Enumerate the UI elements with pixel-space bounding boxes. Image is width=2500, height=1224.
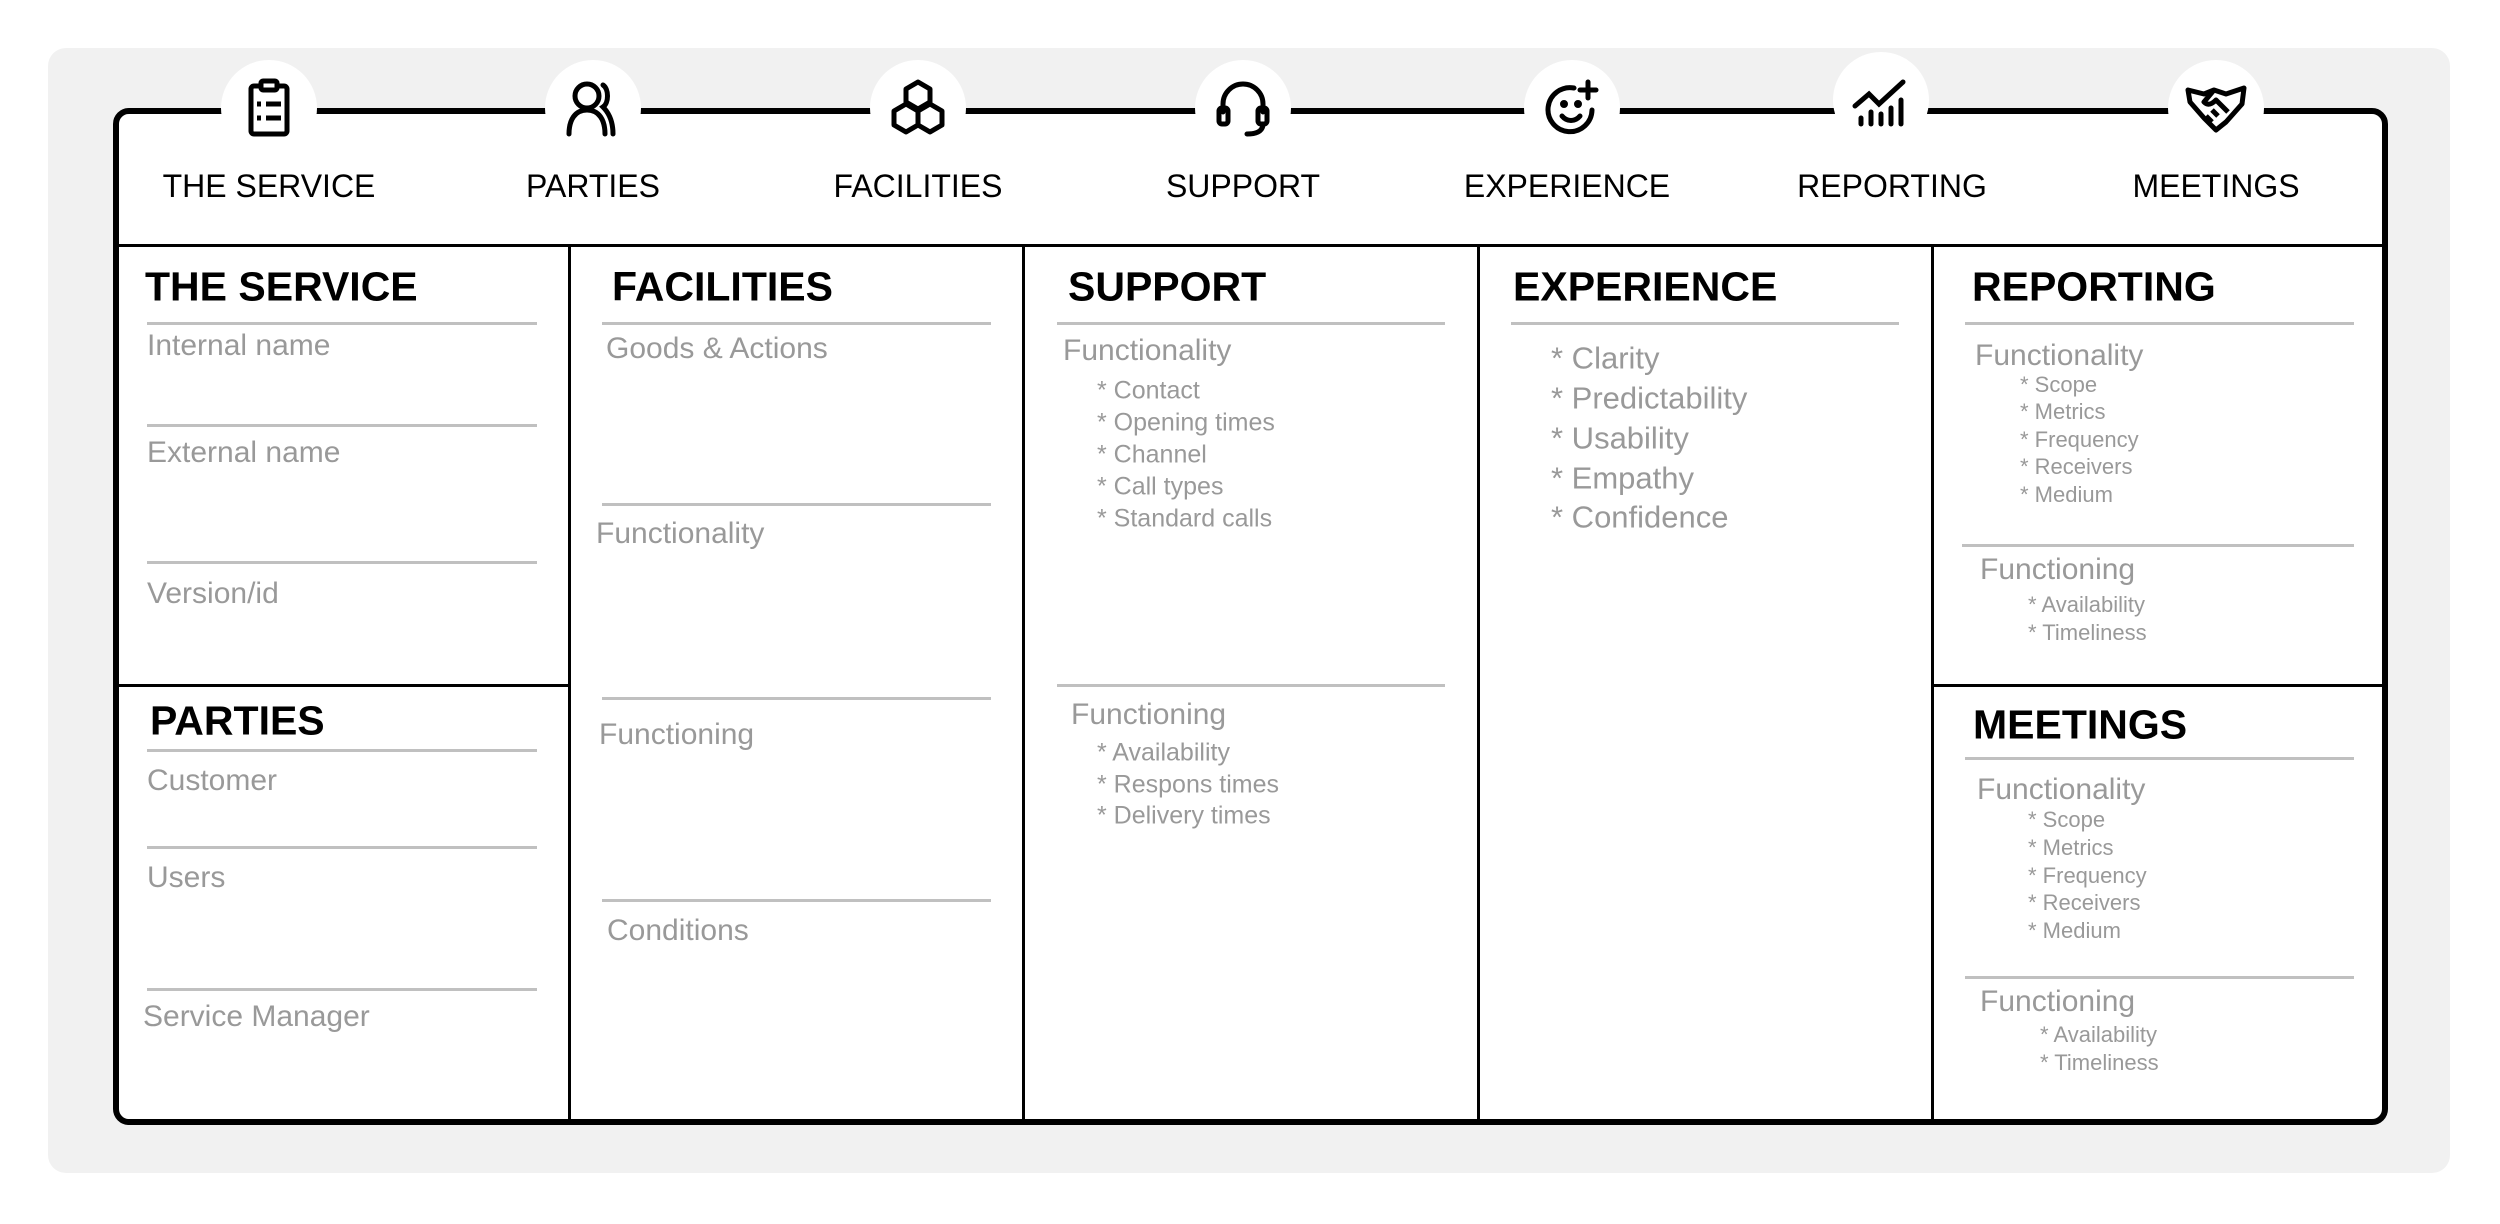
list-item: * Usability (1551, 420, 1689, 456)
section-title-service: THE SERVICE (145, 263, 418, 310)
row-divider-left (117, 684, 569, 687)
list-item: * Frequency (2020, 427, 2139, 452)
list-item: * Standard calls (1097, 504, 1273, 533)
list-item: * Availability (1097, 738, 1230, 767)
list-item: * Metrics (2028, 835, 2114, 860)
divider (147, 749, 537, 752)
section-title-reporting: REPORTING (1972, 263, 2216, 310)
field-customer: Customer (147, 764, 278, 797)
tab-the-service: THE SERVICE (162, 168, 376, 204)
list-item: * Medium (2028, 918, 2121, 943)
divider (147, 322, 537, 325)
list-item: * Empathy (1551, 460, 1695, 496)
meetings-functioning-label: Functioning (1980, 985, 2136, 1018)
field-users: Users (147, 861, 226, 894)
divider (1057, 684, 1445, 687)
field-conditions: Conditions (607, 914, 749, 947)
tab-parties: PARTIES (526, 168, 660, 204)
divider (1057, 322, 1445, 325)
field-external-name: External name (147, 436, 341, 469)
list-item: * Availability (2028, 592, 2145, 617)
divider (602, 503, 991, 506)
divider (1965, 322, 2354, 325)
support-functioning-label: Functioning (1071, 698, 1227, 731)
tab-facilities: FACILITIES (833, 168, 1003, 204)
divider (602, 697, 991, 700)
section-title-experience: EXPERIENCE (1513, 263, 1778, 310)
divider (602, 899, 991, 902)
field-functionality: Functionality (596, 517, 765, 550)
meetings-functionality-label: Functionality (1977, 773, 2146, 806)
field-internal-name: Internal name (147, 329, 331, 362)
list-item: * Contact (1097, 376, 1200, 405)
boxes-icon (870, 60, 966, 156)
field-version-id: Version/id (147, 577, 279, 610)
list-item: * Receivers (2020, 454, 2133, 479)
list-item: * Receivers (2028, 890, 2141, 915)
headset-icon (1195, 60, 1291, 156)
list-item: * Confidence (1551, 499, 1729, 535)
divider (602, 322, 991, 325)
clipboard-icon (221, 60, 317, 156)
support-functionality-label: Functionality (1063, 334, 1232, 367)
field-goods-actions: Goods & Actions (606, 332, 828, 365)
list-item: * Clarity (1551, 340, 1660, 376)
field-functioning: Functioning (599, 718, 755, 751)
column-divider (1931, 244, 1934, 1122)
list-item: * Frequency (2028, 863, 2147, 888)
section-title-support: SUPPORT (1068, 263, 1267, 310)
list-item: * Availability (2040, 1022, 2157, 1047)
tab-support: SUPPORT (1165, 168, 1321, 204)
list-item: * Timeliness (2040, 1050, 2159, 1075)
row-divider-right (1932, 684, 2384, 687)
list-item: * Channel (1097, 440, 1207, 469)
canvas-frame (113, 108, 2388, 1125)
divider (1511, 322, 1899, 325)
section-title-facilities: FACILITIES (612, 263, 833, 310)
column-divider (1022, 244, 1025, 1122)
list-item: * Predictability (1551, 380, 1748, 416)
divider (1965, 976, 2354, 979)
list-item: * Call types (1097, 472, 1224, 501)
list-item: * Respons times (1097, 770, 1280, 799)
list-item: * Metrics (2020, 399, 2106, 424)
section-title-parties: PARTIES (150, 697, 325, 744)
list-item: * Timeliness (2028, 620, 2147, 645)
list-item: * Medium (2020, 482, 2113, 507)
reporting-functioning-label: Functioning (1980, 553, 2136, 586)
tab-meetings: MEETINGS (2132, 168, 2300, 204)
section-title-meetings: MEETINGS (1973, 701, 2188, 748)
grid-top-divider (117, 244, 2384, 247)
smiley-plus-icon (1524, 60, 1620, 156)
reporting-functionality-label: Functionality (1975, 339, 2144, 372)
list-item: * Opening times (1097, 408, 1275, 437)
handshake-icon (2168, 60, 2264, 156)
divider (147, 561, 537, 564)
divider (1965, 757, 2354, 760)
column-divider (568, 244, 571, 1122)
users-icon (545, 60, 641, 156)
list-item: * Delivery times (1097, 801, 1271, 830)
divider (147, 424, 537, 427)
divider (147, 988, 537, 991)
tab-reporting: REPORTING (1797, 168, 1987, 204)
field-service-manager: Service Manager (143, 1000, 370, 1033)
chart-icon (1833, 52, 1929, 148)
list-item: * Scope (2028, 807, 2106, 832)
divider (1962, 544, 2354, 547)
tab-experience: EXPERIENCE (1463, 168, 1671, 204)
column-divider (1477, 244, 1480, 1122)
list-item: * Scope (2020, 372, 2098, 397)
divider (147, 846, 537, 849)
